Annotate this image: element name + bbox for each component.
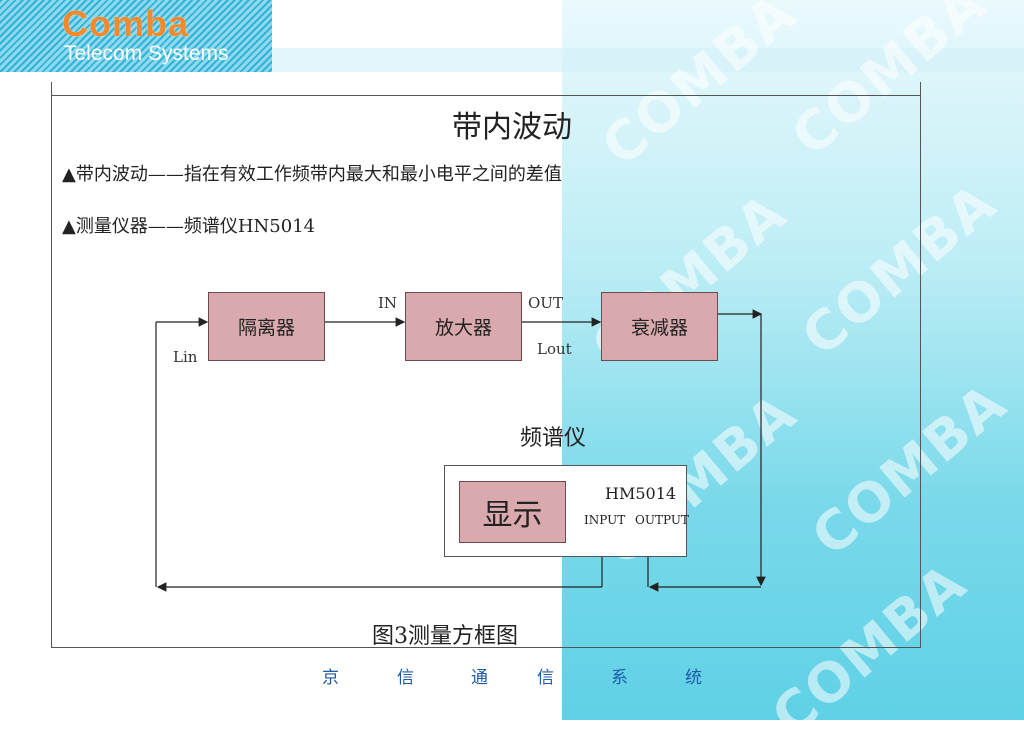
analyzer-title: 频谱仪 (520, 426, 587, 451)
slide-frame-top (51, 95, 920, 96)
footer-char: 京 (322, 668, 339, 688)
output-port-label: OUTPUT (635, 513, 689, 527)
logo-text: Comba (62, 3, 190, 44)
spectrum-analyzer-block: 显示 HM5014 INPUT OUTPUT (444, 465, 689, 557)
header-band (272, 48, 1024, 72)
footer-char: 通 (471, 668, 488, 688)
isolator-block: 隔离器 (208, 292, 325, 361)
slide-title: 带内波动 (452, 110, 572, 145)
connector-lines (155, 309, 766, 592)
logo: Comba Telecom Systems (0, 0, 272, 72)
display-panel: 显示 (459, 481, 566, 543)
footer-char: 信 (397, 668, 414, 688)
bullet-item: ▲带内波动——指在有效工作频带内最大和最小电平之间的差值 (62, 164, 562, 185)
footer-char: 信 (537, 668, 554, 688)
lout-label: Lout (537, 340, 572, 358)
bullet-item: ▲测量仪器——频谱仪HN5014 (62, 216, 316, 237)
footer-char: 统 (685, 668, 702, 688)
model-label: HM5014 (605, 484, 677, 503)
footer-char: 系 (611, 668, 628, 688)
lin-label: Lin (173, 348, 198, 366)
in-label: IN (378, 294, 398, 312)
amplifier-block: 放大器 (405, 292, 522, 361)
input-port-label: INPUT (584, 513, 626, 527)
slide-frame (51, 82, 921, 648)
figure-caption: 图3测量方框图 (372, 624, 518, 649)
out-label: OUT (528, 294, 563, 312)
logo-subtext: Telecom Systems (64, 42, 229, 65)
attenuator-block: 衰减器 (601, 292, 718, 361)
